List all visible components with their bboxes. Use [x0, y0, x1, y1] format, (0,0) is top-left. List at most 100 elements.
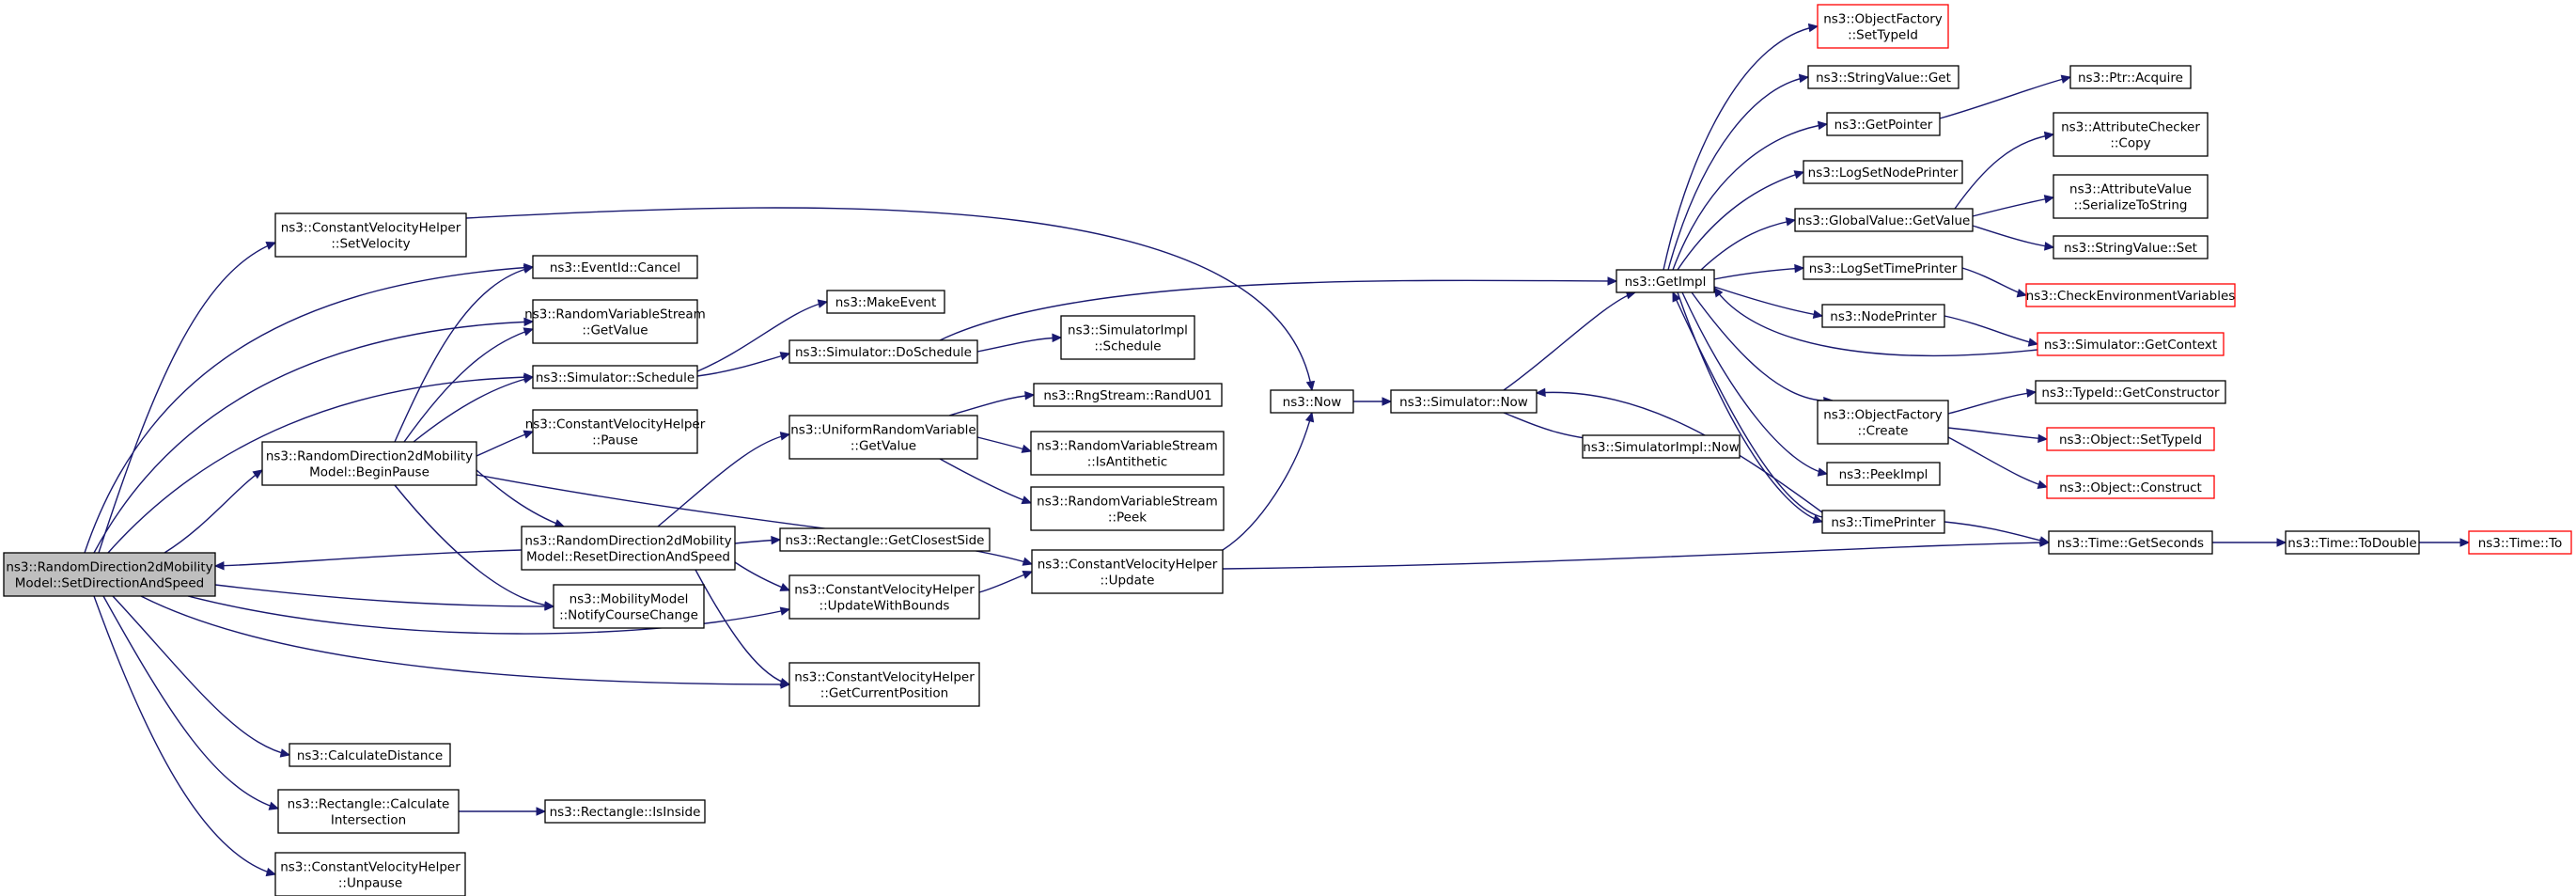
node-rect-isinside[interactable]: ns3::Rectangle::IsInside	[544, 799, 706, 824]
call-edge-gv_getvalue-to-av_serialize	[1972, 196, 2054, 217]
node-root[interactable]: ns3::RandomDirection2dMobilityModel::Set…	[3, 552, 216, 597]
node-label-line: ns3::Simulator::Now	[1399, 395, 1528, 410]
call-edge-getpointer-to-ptr_acquire	[1939, 76, 2071, 119]
node-cvh-setvelocity[interactable]: ns3::ConstantVelocityHelper::SetVelocity	[274, 212, 467, 258]
node-av-serialize[interactable]: ns3::AttributeValue::SerializeToString	[2053, 174, 2209, 219]
arrowhead-cvh_updatebounds-to-cvh_update	[1022, 570, 1034, 579]
call-edge-of_create-to-typeid_getctor	[1947, 391, 2037, 415]
node-simimpl-now[interactable]: ns3::SimulatorImpl::Now	[1582, 434, 1741, 459]
arrowhead-of_create-to-obj_construct	[2037, 479, 2049, 489]
node-of-settypeid[interactable]: ns3::ObjectFactory::SetTypeId	[1817, 4, 1949, 49]
arrowhead-time_todouble-to-time_to	[2459, 538, 2471, 547]
node-rvs-isanti[interactable]: ns3::RandomVariableStream::IsAntithetic	[1030, 431, 1225, 476]
node-ac-copy[interactable]: ns3::AttributeChecker::Copy	[2053, 112, 2209, 157]
node-label-line: ::Update	[1101, 574, 1155, 589]
node-now[interactable]: ns3::Now	[1270, 389, 1354, 414]
node-sim-doschedule[interactable]: ns3::Simulator::DoSchedule	[788, 339, 978, 364]
node-cvh-update[interactable]: ns3::ConstantVelocityHelper::Update	[1031, 549, 1224, 594]
node-label-line: ::IsAntithetic	[1087, 455, 1168, 470]
arrowhead-beginpause-to-sim_schedule	[523, 374, 535, 384]
call-edge-cvh_update-to-time_getseconds	[1222, 542, 2050, 570]
node-box	[788, 415, 978, 460]
node-box	[532, 409, 698, 454]
node-stringvalue-set[interactable]: ns3::StringValue::Set	[2053, 235, 2209, 259]
node-label-line: ns3::UniformRandomVariable	[790, 423, 976, 438]
arrowhead-beginpause-to-notifycourse	[544, 601, 555, 610]
node-label-line: ns3::ConstantVelocityHelper	[1038, 558, 1218, 573]
node-peekimpl[interactable]: ns3::PeekImpl	[1826, 462, 1941, 486]
node-typeid-getctor[interactable]: ns3::TypeId::GetConstructor	[2035, 380, 2226, 404]
node-rvs-getvalue[interactable]: ns3::RandomVariableStream::GetValue	[524, 299, 706, 344]
arrowhead-getpointer-to-ptr_acquire	[2060, 74, 2072, 84]
node-label-line: ::SetTypeId	[1848, 28, 1918, 43]
call-edge-sim_now-to-getimpl	[1503, 291, 1636, 391]
node-box	[1030, 431, 1225, 476]
call-edge-sim_doschedule-to-simimpl_schedule	[976, 337, 1062, 353]
node-getpointer[interactable]: ns3::GetPointer	[1826, 112, 1941, 136]
call-edge-sim_schedule-to-makeevent	[696, 301, 828, 372]
arrowhead-gv_getvalue-to-av_serialize	[2043, 195, 2055, 204]
node-label-line: ::SetVelocity	[331, 237, 410, 252]
node-rvs-peek[interactable]: ns3::RandomVariableStream::Peek	[1030, 486, 1225, 531]
arrowhead-root-to-cvh_setvelocity	[265, 241, 277, 250]
call-edge-cvh_update-to-now	[1222, 412, 1313, 551]
node-label-line: ns3::NodePrinter	[1830, 309, 1937, 324]
node-cvh-updatebounds[interactable]: ns3::ConstantVelocityHelper::UpdateWithB…	[788, 574, 980, 620]
call-edge-cvh_setvelocity-to-now	[465, 207, 1313, 391]
call-edge-getimpl-to-stringvalue_get	[1667, 76, 1809, 271]
arrowhead-getimpl-to-getpointer	[1817, 120, 1829, 131]
node-sim-schedule[interactable]: ns3::Simulator::Schedule	[532, 365, 698, 389]
node-box	[1803, 256, 1963, 280]
node-sim-now[interactable]: ns3::Simulator::Now	[1390, 389, 1538, 414]
node-gv-getvalue[interactable]: ns3::GlobalValue::GetValue	[1794, 208, 1974, 232]
arrowhead-sim_schedule-to-makeevent	[817, 299, 829, 308]
node-rng-randu01[interactable]: ns3::RngStream::RandU01	[1033, 383, 1223, 407]
node-of-create[interactable]: ns3::ObjectFactory::Create	[1817, 400, 1949, 445]
node-rect-closest[interactable]: ns3::Rectangle::GetClosestSide	[779, 527, 991, 552]
node-obj-settypeid[interactable]: ns3::Object::SetTypeId	[2046, 427, 2215, 451]
node-time-todouble[interactable]: ns3::Time::ToDouble	[2285, 530, 2420, 555]
call-edge-getimpl-to-nodeprinter	[1713, 286, 1823, 317]
node-label-line: ns3::CheckEnvironmentVariables	[2026, 289, 2236, 304]
node-cvh-getpos[interactable]: ns3::ConstantVelocityHelper::GetCurrentP…	[788, 662, 980, 707]
node-time-to[interactable]: ns3::Time::To	[2468, 530, 2572, 555]
node-calcdistance[interactable]: ns3::CalculateDistance	[289, 743, 451, 767]
node-simimpl-schedule[interactable]: ns3::SimulatorImpl::Schedule	[1060, 315, 1195, 360]
node-timeprinter[interactable]: ns3::TimePrinter	[1821, 510, 1945, 534]
node-getimpl[interactable]: ns3::GetImpl	[1616, 269, 1715, 293]
node-eventid-cancel[interactable]: ns3::EventId::Cancel	[532, 255, 698, 279]
arrowhead-urv_getvalue-to-rvs_peek	[1021, 495, 1033, 505]
node-time-getseconds[interactable]: ns3::Time::GetSeconds	[2048, 530, 2213, 555]
node-box	[2035, 380, 2226, 404]
node-ptr-acquire[interactable]: ns3::Ptr::Acquire	[2069, 65, 2192, 89]
node-box	[2285, 530, 2420, 555]
call-edge-resetdir-to-urv_getvalue	[657, 433, 790, 527]
node-resetdir[interactable]: ns3::RandomDirection2dMobilityModel::Res…	[521, 526, 736, 571]
node-stringvalue-get[interactable]: ns3::StringValue::Get	[1807, 65, 1959, 89]
node-cvh-pause[interactable]: ns3::ConstantVelocityHelper::Pause	[525, 409, 706, 454]
node-makeevent[interactable]: ns3::MakeEvent	[826, 290, 945, 314]
arrowhead-beginpause-to-rvs_getvalue	[523, 327, 535, 337]
node-logsettime[interactable]: ns3::LogSetTimePrinter	[1803, 256, 1963, 280]
arrowhead-root-to-rvs_getvalue	[523, 317, 535, 327]
node-beginpause[interactable]: ns3::RandomDirection2dMobilityModel::Beg…	[261, 441, 477, 486]
node-logsetnode[interactable]: ns3::LogSetNodePrinter	[1803, 160, 1963, 184]
node-label-line: ns3::GetPointer	[1834, 118, 1933, 133]
node-box	[553, 584, 705, 629]
arrowhead-root-to-cvh_unpause	[265, 867, 277, 877]
node-label-line: ns3::SimulatorImpl::Now	[1583, 440, 1739, 455]
node-urv-getvalue[interactable]: ns3::UniformRandomVariable::GetValue	[788, 415, 978, 460]
arrowhead-sim_schedule-to-sim_doschedule	[779, 352, 791, 361]
node-notifycourse[interactable]: ns3::MobilityModel::NotifyCourseChange	[553, 584, 705, 629]
node-nodeprinter[interactable]: ns3::NodePrinter	[1821, 304, 1945, 328]
node-cvh-unpause[interactable]: ns3::ConstantVelocityHelper::Unpause	[274, 852, 466, 896]
node-box	[826, 290, 945, 314]
arrowhead-getimpl-to-stringvalue_get	[1798, 73, 1810, 84]
node-label-line: ns3::TimePrinter	[1831, 515, 1936, 530]
node-sim-getcontext[interactable]: ns3::Simulator::GetContext	[2037, 332, 2225, 356]
call-edge-root-to-rect_calcint	[102, 595, 279, 810]
node-checkenv[interactable]: ns3::CheckEnvironmentVariables	[2025, 283, 2236, 307]
call-edge-getimpl-to-of_create	[1691, 291, 1834, 401]
node-obj-construct[interactable]: ns3::Object::Construct	[2046, 475, 2215, 499]
